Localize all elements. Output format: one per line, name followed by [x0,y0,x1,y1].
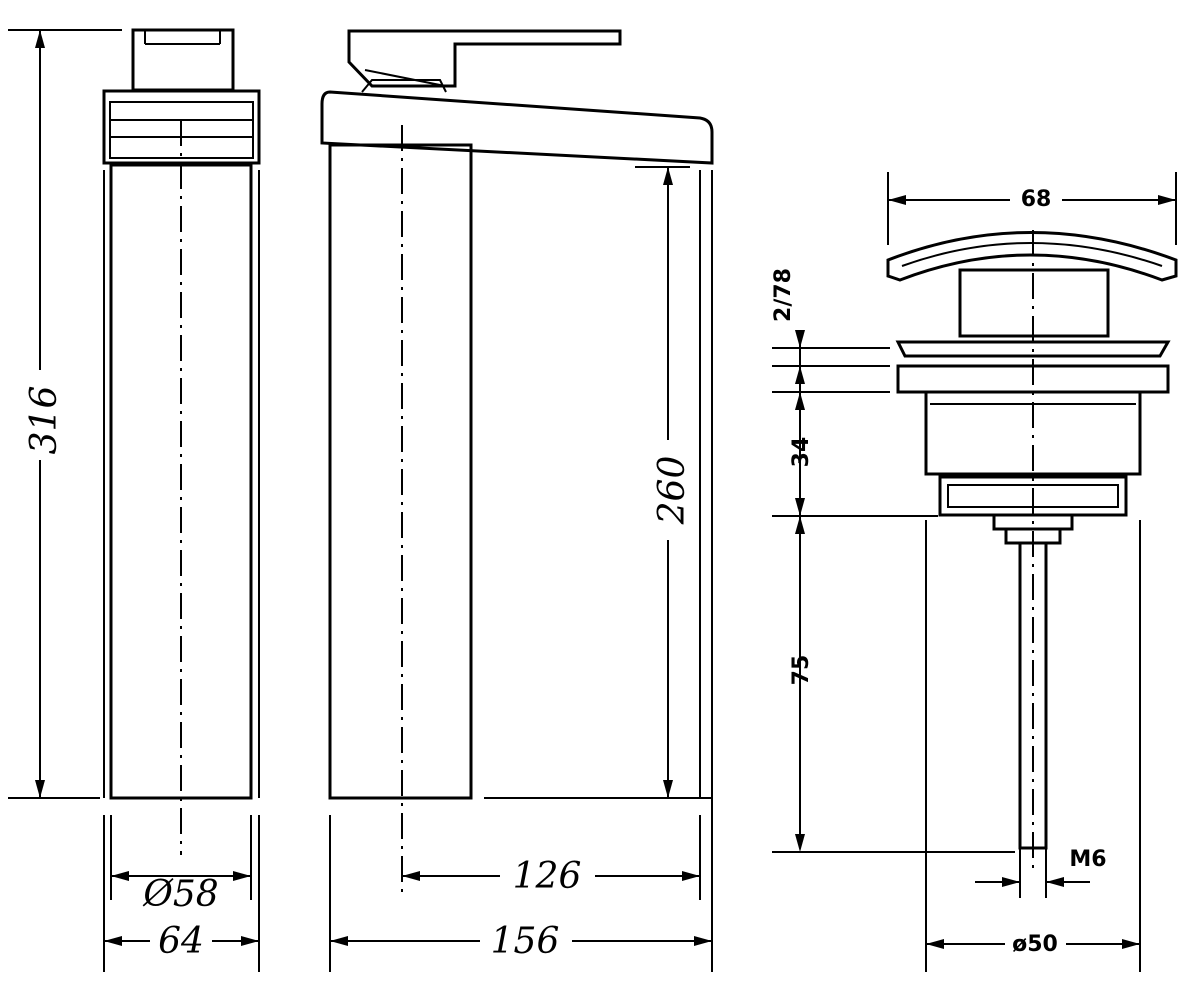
width-label: 64 [158,921,204,962]
faucet-side-view: 260 126 156 [320,29,714,972]
side-body [328,143,473,800]
body-height-label: 34 [789,437,814,468]
drain-view: 68 2/78 34 75 M6 ø50 [771,172,1178,972]
faucet-front-view: 316 Ø58 64 [8,28,261,972]
drain-flange-top [895,340,1171,358]
flange-range-label: 2/78 [771,268,796,322]
cap-width-label: 68 [1021,187,1052,212]
drain-diameter-label: ø50 [1012,932,1058,957]
reach-label: 126 [513,856,582,897]
drain-cap [886,231,1178,282]
thread-label: M6 [1069,847,1106,872]
front-handle [131,28,235,92]
side-lever-handle [347,29,622,88]
spout-height-label: 260 [652,456,693,526]
depth-label: 156 [491,921,560,962]
height-total-label: 316 [24,386,65,455]
diameter-label: Ø58 [142,874,218,915]
stem-length-label: 75 [789,655,814,686]
side-spout [320,90,714,165]
